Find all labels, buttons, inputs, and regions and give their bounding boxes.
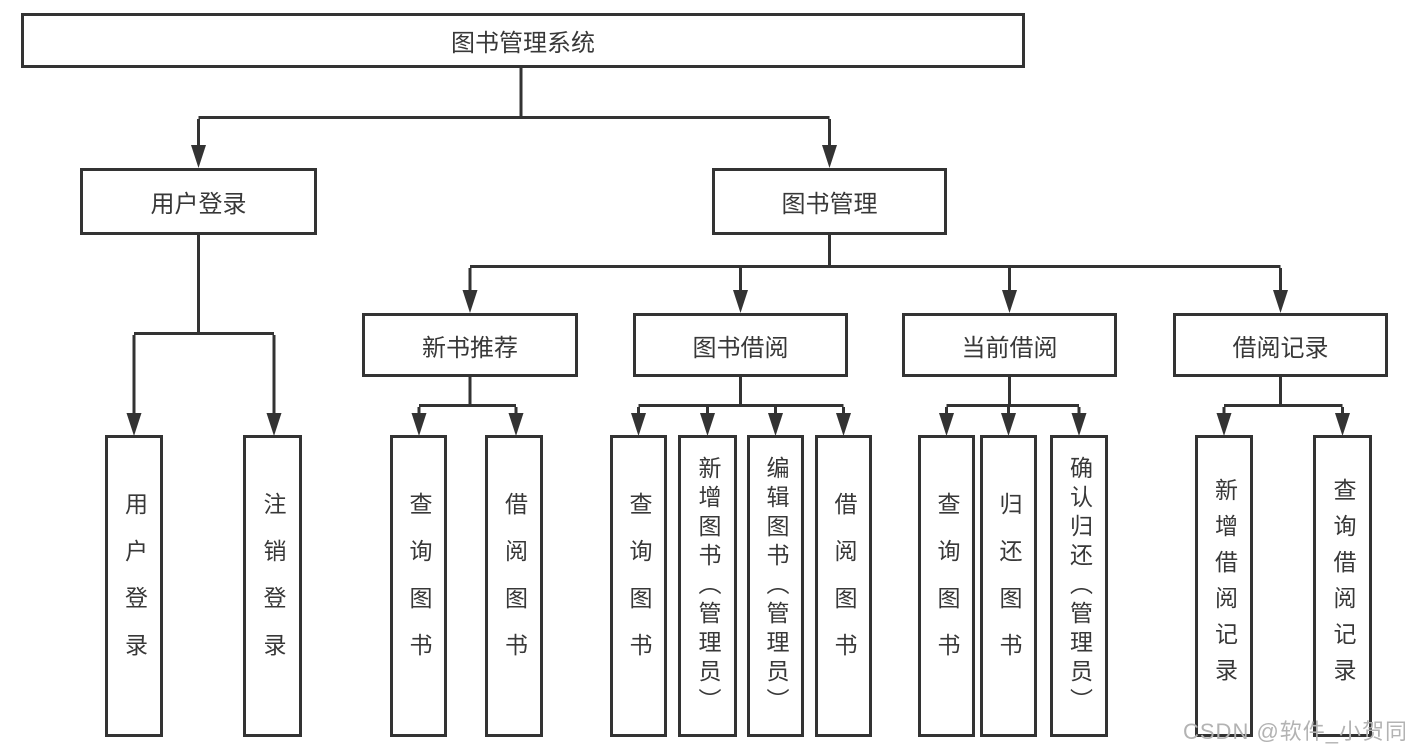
node-label: 用户登录: [150, 191, 247, 218]
node-label: 图书借阅: [692, 334, 789, 362]
leaf-borrow-books-recommend: 借阅图书: [485, 435, 543, 737]
leaf-query-books-current: 查询图书: [918, 435, 975, 737]
node-label: 新增借阅记录: [1211, 478, 1238, 694]
node-label: 确认归还（管理员）: [1066, 455, 1093, 717]
node-label: 借阅图书: [831, 492, 857, 680]
node-label: 图书管理: [781, 191, 878, 218]
connector-current-to-leaves: [945, 377, 1081, 418]
connector-borrow-to-leaves: [637, 377, 845, 418]
leaf-query-books-borrowing: 查询图书: [610, 435, 667, 737]
node-book-borrowing: 图书借阅: [633, 313, 848, 377]
leaf-query-books-recommend: 查询图书: [390, 435, 447, 737]
node-label: 图书管理系统: [451, 30, 595, 57]
connector-newbook-to-leaves: [417, 377, 518, 418]
leaf-add-book-admin: 新增图书（管理员）: [678, 435, 737, 737]
connector-mgmt-to-sections: [468, 235, 1282, 295]
node-new-book-recommend: 新书推荐: [362, 313, 578, 377]
node-label: 注销登录: [260, 492, 286, 680]
node-label: 查询图书: [934, 492, 960, 680]
leaf-logout: 注销登录: [243, 435, 302, 737]
node-label: 用户登录: [121, 492, 148, 680]
connector-root-to-branches: [197, 68, 831, 150]
node-label: 借阅记录: [1232, 334, 1329, 362]
node-label: 查询借阅记录: [1330, 478, 1356, 694]
leaf-user-login: 用户登录: [105, 435, 163, 737]
node-label: 编辑图书（管理员）: [763, 455, 789, 717]
leaf-add-borrow-record: 新增借阅记录: [1195, 435, 1253, 737]
leaf-confirm-return-admin: 确认归还（管理员）: [1050, 435, 1108, 737]
node-label: 当前借阅: [961, 334, 1058, 362]
node-label: 新书推荐: [422, 334, 518, 362]
connector-login-to-leaves: [132, 235, 276, 418]
connector-record-to-leaves: [1222, 377, 1344, 418]
leaf-return-book: 归还图书: [980, 435, 1037, 737]
node-label: 查询图书: [626, 492, 652, 680]
node-label: 查询图书: [406, 492, 432, 680]
node-borrowing-records: 借阅记录: [1173, 313, 1388, 377]
csdn-watermark: CSDN @软件_小贺同学: [1183, 719, 1405, 744]
node-label: 新增图书（管理员）: [695, 455, 721, 717]
node-root-system: 图书管理系统: [21, 13, 1025, 68]
node-label: 归还图书: [996, 492, 1022, 680]
node-user-login-branch: 用户登录: [80, 168, 317, 235]
leaf-borrow-books: 借阅图书: [815, 435, 872, 737]
node-book-mgmt-branch: 图书管理: [712, 168, 947, 235]
node-label: 借阅图书: [501, 492, 528, 680]
arrowheads: [126, 145, 1350, 436]
node-current-borrowing: 当前借阅: [902, 313, 1117, 377]
leaf-query-borrow-record: 查询借阅记录: [1313, 435, 1372, 737]
leaf-edit-book-admin: 编辑图书（管理员）: [747, 435, 804, 737]
